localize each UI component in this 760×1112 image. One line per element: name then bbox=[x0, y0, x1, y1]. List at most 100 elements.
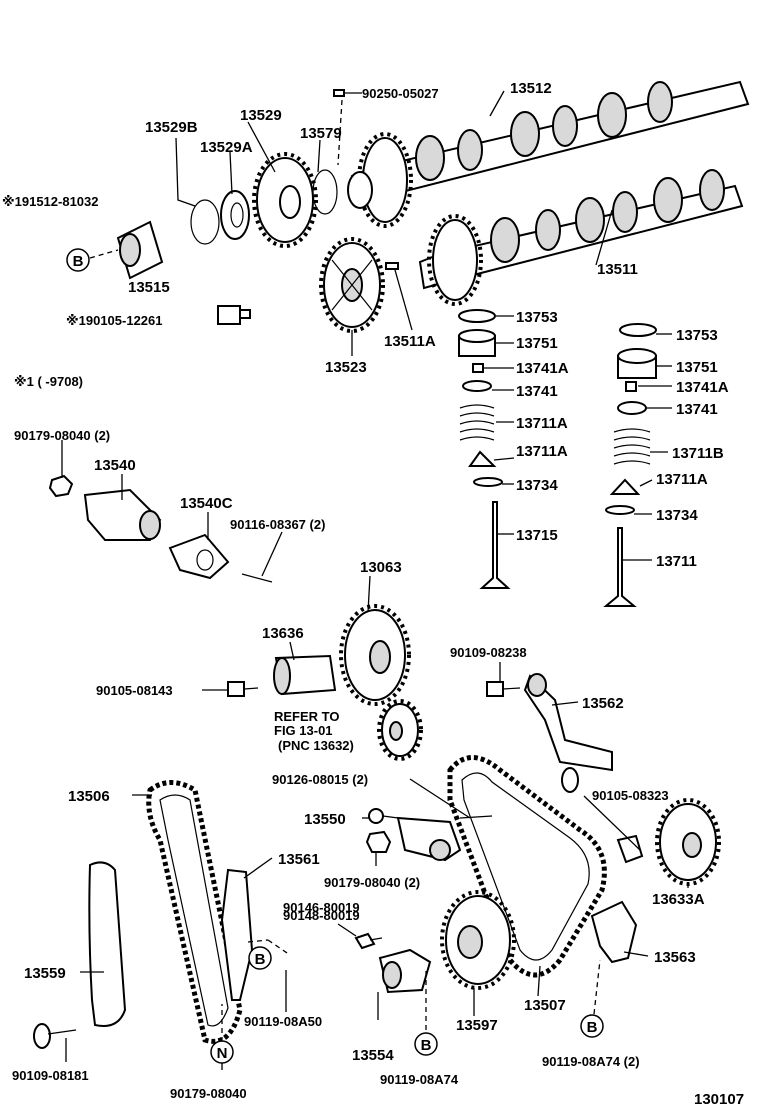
label-90119-08A74-2: 90119-08A74 (2) bbox=[542, 1054, 640, 1069]
stud-90126 bbox=[459, 815, 493, 819]
label-90109-08181: 90109-08181 bbox=[12, 1068, 89, 1083]
svg-text:B: B bbox=[587, 1019, 598, 1036]
label-13507: 13507 bbox=[524, 997, 566, 1014]
label-13063: 13063 bbox=[360, 559, 402, 576]
label-13515: 13515 bbox=[128, 279, 170, 296]
label-13511A: 13511A bbox=[384, 333, 436, 350]
pin-13511A bbox=[385, 262, 399, 270]
leader-lines bbox=[61, 90, 689, 1070]
circle-n: N bbox=[210, 1040, 234, 1064]
svg-text:B: B bbox=[73, 253, 84, 270]
camshaft-13511 bbox=[418, 169, 744, 306]
label-pnc-13632: (PNC 13632) bbox=[278, 738, 354, 753]
label-13633A: 13633A bbox=[652, 891, 705, 908]
bolt-90148 bbox=[354, 932, 383, 950]
nut-90179-a bbox=[48, 474, 74, 498]
stud-90116 bbox=[241, 573, 273, 583]
chain-13506 bbox=[146, 780, 243, 1044]
chain-guide-13562 bbox=[523, 673, 613, 793]
label-13711A-no1: 13711A bbox=[656, 471, 708, 488]
figure-id: 130107 bbox=[694, 1091, 744, 1108]
label-13562: 13562 bbox=[582, 695, 624, 712]
label-13559: 13559 bbox=[24, 965, 66, 982]
gear-13597 bbox=[440, 890, 516, 990]
label-13751-left: 13751 bbox=[516, 335, 558, 352]
label-90179-08040-2b: 90179-08040 (2) bbox=[324, 875, 420, 890]
circle-b-1: B bbox=[66, 248, 90, 272]
gear-13063 bbox=[339, 604, 411, 706]
label-13506: 13506 bbox=[68, 788, 110, 805]
valve-set-left bbox=[458, 309, 511, 589]
gear-13633A bbox=[655, 798, 721, 886]
label-90179-08040: 90179-08040 bbox=[170, 1086, 247, 1101]
part-13515 bbox=[116, 220, 164, 280]
gear-13632 bbox=[377, 699, 423, 761]
label-13529: 13529 bbox=[240, 107, 282, 124]
label-13715: 13715 bbox=[516, 527, 558, 544]
label-90146-80019: 90146-80019 bbox=[283, 900, 360, 915]
label-13753-right: 13753 bbox=[676, 327, 718, 344]
label-90126-08015: 90126-08015 (2) bbox=[272, 772, 368, 787]
label-13561: 13561 bbox=[278, 851, 320, 868]
label-13711A-left: 13711A bbox=[516, 415, 568, 432]
label-13711A-no2: 13711A bbox=[516, 443, 568, 460]
label-13751-right: 13751 bbox=[676, 359, 718, 376]
bolt-13550-screw bbox=[368, 808, 399, 824]
label-90250-05027: 90250-05027 bbox=[362, 86, 439, 101]
chain-guide-13561 bbox=[220, 868, 254, 1001]
tensioner-13550 bbox=[396, 816, 462, 862]
circle-b-3: B bbox=[414, 1032, 438, 1056]
chain-13507 bbox=[447, 755, 607, 978]
label-90179-08040-2a: 90179-08040 (2) bbox=[14, 428, 110, 443]
label-fig-13-01: FIG 13-01 bbox=[274, 723, 333, 738]
label-90119-08A74: 90119-08A74 bbox=[380, 1072, 459, 1087]
label-90148-80019: 90148-80019 bbox=[283, 908, 360, 923]
label-13741-left: 13741 bbox=[516, 383, 558, 400]
label-13512: 13512 bbox=[510, 80, 552, 97]
ring-13579 bbox=[312, 169, 338, 215]
valve-set-right bbox=[603, 323, 657, 607]
label-90105-08143: 90105-08143 bbox=[96, 683, 173, 698]
label-13711B: 13711B bbox=[672, 445, 724, 462]
svg-text:N: N bbox=[217, 1045, 228, 1062]
label-13511: 13511 bbox=[597, 261, 638, 278]
gear-13523 bbox=[319, 237, 385, 333]
part-13540 bbox=[83, 488, 162, 541]
bolt-90109-08238 bbox=[486, 681, 521, 697]
label-190105-12261: ※190105-12261 bbox=[66, 313, 163, 328]
camshaft-13512 bbox=[347, 80, 750, 228]
label-13579: 13579 bbox=[300, 125, 342, 142]
svg-text:B: B bbox=[255, 951, 266, 968]
pin-90250 bbox=[333, 89, 345, 97]
chain-guide-13563 bbox=[590, 900, 638, 964]
bolt-90105-08323 bbox=[616, 834, 644, 864]
part-labels: 90250-05027 13512 13529 13529B 13529A 13… bbox=[2, 80, 744, 1108]
label-13734-left: 13734 bbox=[516, 477, 558, 494]
label-13734-right: 13734 bbox=[656, 507, 698, 524]
label-90109-08238: 90109-08238 bbox=[450, 645, 527, 660]
label-90105-08323: 90105-08323 bbox=[592, 788, 669, 803]
bushing-13636 bbox=[273, 654, 337, 696]
svg-text:B: B bbox=[421, 1037, 432, 1054]
bolt-190105 bbox=[217, 305, 251, 325]
label-13550: 13550 bbox=[304, 811, 346, 828]
bolt-90109-08181 bbox=[33, 1023, 77, 1049]
label-13597: 13597 bbox=[456, 1017, 498, 1034]
label-90119-08A50: 90119-08A50 bbox=[244, 1014, 322, 1029]
snap-ring-13529B bbox=[190, 199, 220, 245]
circle-b-2: B bbox=[248, 946, 272, 970]
gasket-13540C bbox=[168, 533, 230, 580]
label-13554: 13554 bbox=[352, 1047, 394, 1064]
label-191512-81032: ※191512-81032 bbox=[2, 194, 99, 209]
chain-guide-13559 bbox=[88, 861, 127, 1027]
label-13529B: 13529B bbox=[145, 119, 198, 136]
label-13523: 13523 bbox=[325, 359, 367, 376]
label-13753-left: 13753 bbox=[516, 309, 558, 326]
tensioner-13554 bbox=[378, 948, 432, 994]
washer-13529A bbox=[220, 190, 250, 240]
label-13741A-right: 13741A bbox=[676, 379, 729, 396]
label-13741A-left: 13741A bbox=[516, 360, 569, 377]
label-13540: 13540 bbox=[94, 457, 136, 474]
label-13563: 13563 bbox=[654, 949, 696, 966]
